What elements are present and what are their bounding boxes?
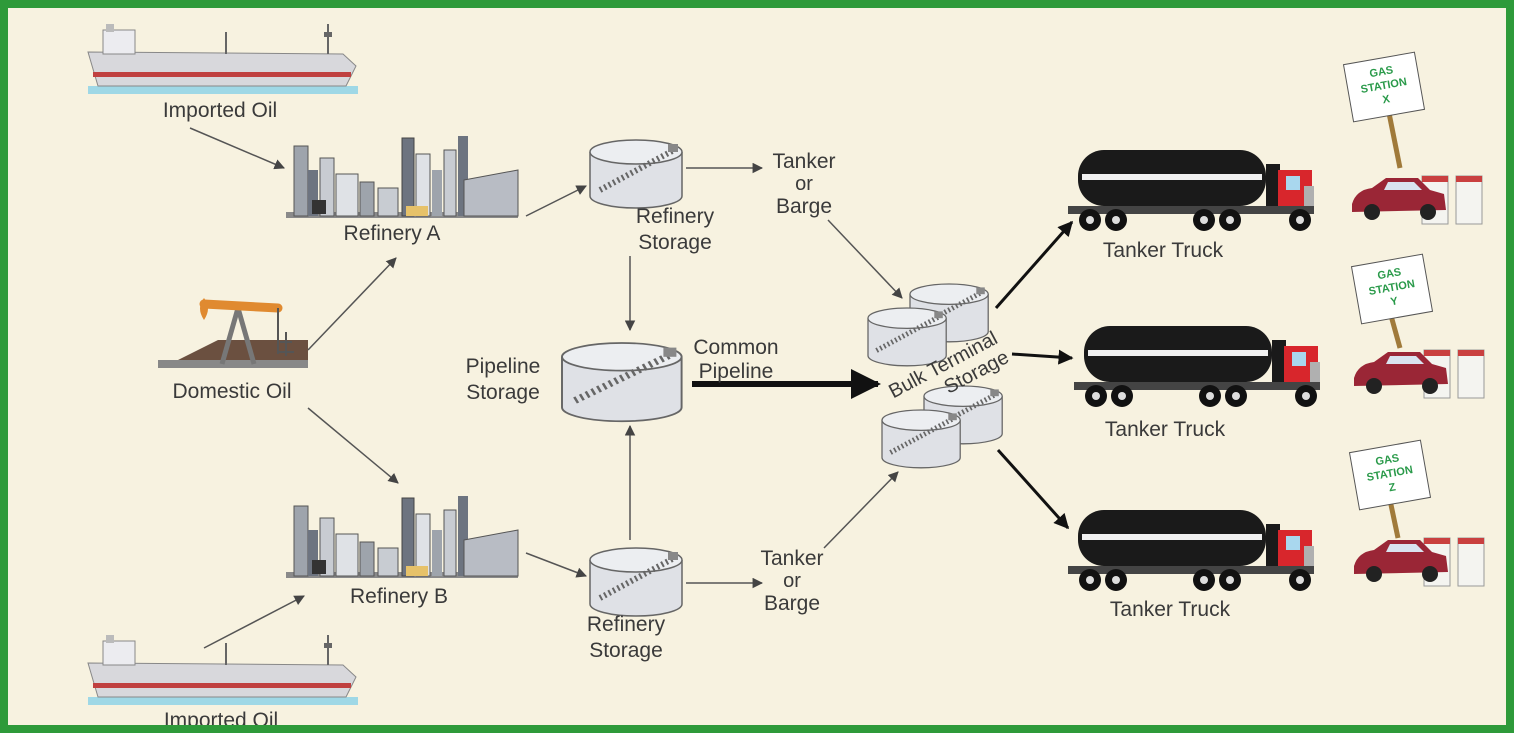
- pipeline-storage-tank-icon: [562, 343, 682, 421]
- label-imported-oil-bottom: Imported Oil: [164, 709, 278, 732]
- arrow-terminal-to-truck-2: [1011, 349, 1074, 365]
- arrow-refinery-b-to-storage: [525, 552, 587, 578]
- label-refinery-storage-top-1: Refinery: [636, 205, 715, 228]
- arrow-domestic-to-refinery-b: [307, 407, 399, 484]
- tanker-truck-2-icon: [1074, 326, 1320, 407]
- label-refinery-storage-top-2: Storage: [638, 231, 712, 254]
- arrow-terminal-to-truck-1: [994, 220, 1074, 309]
- label-domestic-oil: Domestic Oil: [172, 380, 291, 403]
- arrow-tanker-top-to-terminal: [827, 219, 903, 299]
- label-tanker-barge-bottom-2: or: [783, 570, 801, 592]
- arrow-tanker-bottom-to-terminal: [823, 471, 899, 549]
- arrow-refinery-a-to-storage: [525, 185, 587, 217]
- label-common-pipeline-1: Common: [693, 336, 778, 359]
- label-refinery-b: Refinery B: [350, 585, 448, 608]
- oil-pumpjack-icon: [158, 298, 308, 368]
- label-tanker-barge-top-3: Barge: [776, 195, 832, 218]
- tanker-truck-3-icon: [1068, 510, 1314, 591]
- label-refinery-storage-bottom-2: Storage: [589, 639, 663, 662]
- gas-station-y-car-pumps-icon: [1353, 349, 1485, 399]
- sign-y-line3: Y: [1390, 295, 1400, 308]
- tanker-ship-bottom-icon: [87, 634, 359, 706]
- label-pipeline-storage-1: Pipeline: [466, 355, 541, 378]
- arrow-terminal-to-truck-3: [996, 448, 1070, 530]
- gas-station-x-car-pumps-icon: [1351, 175, 1483, 225]
- label-imported-oil-top: Imported Oil: [163, 99, 277, 122]
- truck-arrows: [994, 220, 1074, 530]
- label-tanker-barge-bottom-1: Tanker: [760, 547, 823, 570]
- label-tanker-truck-1: Tanker Truck: [1103, 239, 1224, 262]
- arrow-domestic-to-refinery-a: [307, 257, 397, 351]
- gas-station-y: GAS STATION Y: [1350, 253, 1485, 399]
- gas-station-z-car-pumps-icon: [1353, 537, 1485, 587]
- oil-distribution-diagram: GAS STATION X GAS STATION Y GAS STATION …: [87, 23, 1485, 732]
- refinery-b-icon: [285, 495, 519, 579]
- label-refinery-a: Refinery A: [344, 222, 441, 245]
- sign-y-line1: GAS: [1377, 266, 1403, 282]
- gas-station-x: GAS STATION X: [1342, 51, 1483, 225]
- arrow-import-to-refinery-b: [203, 595, 305, 649]
- label-tanker-barge-top-1: Tanker: [772, 150, 835, 173]
- sign-x-line3: X: [1382, 93, 1392, 106]
- refinery-a-icon: [285, 135, 519, 219]
- tanker-truck-1-icon: [1068, 150, 1314, 231]
- label-tanker-truck-2: Tanker Truck: [1105, 418, 1226, 441]
- gas-station-z: GAS STATION Z: [1348, 439, 1485, 587]
- label-pipeline-storage-2: Storage: [466, 381, 540, 404]
- arrow-import-to-refinery-a: [189, 127, 285, 170]
- sign-z-line1: GAS: [1375, 452, 1401, 468]
- refinery-storage-tank-top-icon: [590, 140, 682, 208]
- label-tanker-truck-3: Tanker Truck: [1110, 598, 1231, 621]
- tanker-ship-top-icon: [87, 23, 359, 95]
- sign-z-line3: Z: [1388, 481, 1397, 494]
- refinery-storage-tank-bottom-icon: [590, 548, 682, 616]
- flow-arrows: [189, 127, 903, 649]
- label-common-pipeline-2: Pipeline: [699, 360, 774, 383]
- label-refinery-storage-bottom-1: Refinery: [587, 613, 666, 636]
- label-tanker-barge-bottom-3: Barge: [764, 592, 820, 615]
- label-tanker-barge-top-2: or: [795, 173, 813, 195]
- sign-x-line1: GAS: [1369, 64, 1395, 80]
